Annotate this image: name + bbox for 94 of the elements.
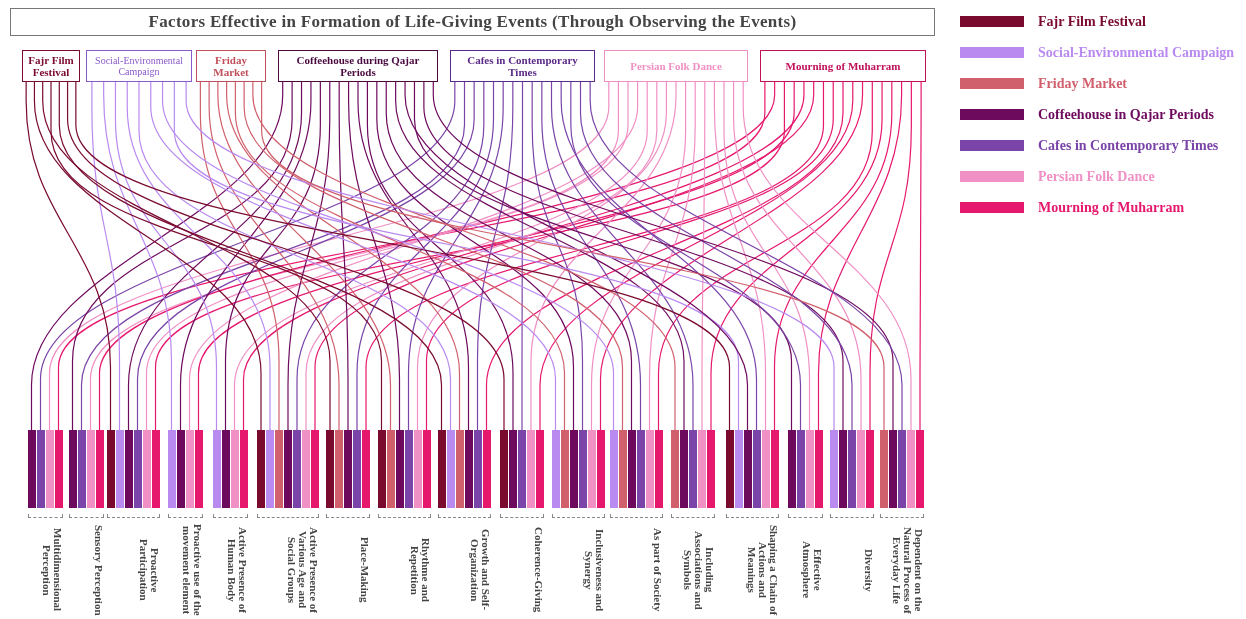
connector-line bbox=[25, 81, 112, 431]
factor-label: Growth and Self-Organization bbox=[467, 528, 491, 613]
factor-group bbox=[167, 430, 203, 616]
event-title: Cafes in Contemporary Times bbox=[466, 54, 579, 78]
connector-line bbox=[179, 81, 312, 431]
factor-label: Place-Making bbox=[358, 536, 370, 605]
factor-group bbox=[212, 430, 248, 616]
connector-line bbox=[742, 81, 912, 431]
connector-line bbox=[550, 81, 694, 431]
connector-line bbox=[226, 81, 461, 431]
event-box bbox=[278, 50, 438, 82]
connector-line bbox=[723, 81, 811, 431]
event-box bbox=[760, 50, 926, 82]
factor-label: Active Presence of Human Body bbox=[225, 526, 248, 615]
connector-line bbox=[407, 81, 504, 431]
factor-group bbox=[68, 430, 104, 616]
connector-line bbox=[126, 81, 271, 431]
connector-line bbox=[305, 81, 658, 431]
connector-line bbox=[296, 81, 485, 431]
factor-group bbox=[880, 430, 924, 616]
factor-label: Multidimensional Perception bbox=[40, 527, 63, 614]
legend-label: Mourning of Muharram bbox=[1038, 199, 1185, 216]
legend-label: Fajr Film Festival bbox=[1038, 13, 1146, 30]
connector-line bbox=[114, 81, 218, 431]
connector-line bbox=[91, 81, 121, 431]
event-box bbox=[86, 50, 192, 82]
legend-label: Social-Environmental Campaign bbox=[1038, 44, 1235, 61]
factor-label: Inclusiveness and Synergy bbox=[581, 527, 605, 614]
event-title: Friday Market bbox=[212, 54, 250, 78]
connector-line bbox=[733, 81, 862, 431]
connector-line bbox=[42, 81, 331, 431]
legend-label: Friday Market bbox=[1038, 75, 1128, 92]
legend-label: Cafes in Contemporary Times bbox=[1038, 137, 1219, 154]
connector-line bbox=[234, 81, 566, 431]
connector-line bbox=[224, 81, 321, 431]
connector-line bbox=[531, 81, 584, 431]
factor-label: Rhythme and Repetition bbox=[407, 537, 431, 604]
connector-line bbox=[261, 81, 885, 431]
legend-label: Persian Folk Dance bbox=[1038, 168, 1155, 185]
event-title: Fajr Film Festival bbox=[27, 54, 75, 78]
factor-label: Proactive Participation bbox=[136, 538, 160, 603]
factor-label: Sensory Perception bbox=[92, 523, 104, 618]
connector-line bbox=[71, 81, 293, 431]
connector-line bbox=[199, 81, 280, 431]
connector-line bbox=[103, 81, 173, 431]
connector-line bbox=[338, 81, 349, 431]
factor-label: Coherence-Giving bbox=[532, 526, 544, 615]
connector-line bbox=[701, 81, 706, 431]
factor-label: Active Presence of Various Age and Social Groups bbox=[285, 526, 319, 615]
connector-line bbox=[869, 81, 912, 431]
connector-line bbox=[366, 81, 514, 431]
event-title: Coffeehouse during Qajar Periods bbox=[295, 54, 421, 78]
connector-line bbox=[773, 81, 893, 431]
connector-line bbox=[657, 81, 873, 431]
factor-group bbox=[725, 430, 779, 616]
event-title: Persian Folk Dance bbox=[630, 60, 722, 72]
factor-label: Proactive use of the movement element bbox=[180, 523, 203, 618]
connector-line bbox=[376, 81, 575, 431]
connector-line bbox=[710, 81, 883, 431]
connector-line bbox=[570, 81, 802, 431]
connector-line bbox=[817, 81, 903, 431]
event-title: Social-Environmental Campaign bbox=[94, 55, 184, 77]
connector-line bbox=[356, 81, 495, 431]
event-box bbox=[604, 50, 748, 82]
factor-label: Effective Atmosphere bbox=[800, 540, 823, 601]
factor-label: Including Associations and Symbols bbox=[681, 529, 715, 612]
factor-label: Dependent on the Natural Process of Everyday Life bbox=[890, 525, 924, 616]
connector-line bbox=[713, 81, 767, 431]
connector-line bbox=[50, 81, 383, 431]
connector-line bbox=[476, 81, 514, 431]
connector-line bbox=[385, 81, 633, 431]
connector-line bbox=[541, 81, 642, 431]
legend-label: Coffeehouse in Qajar Periods bbox=[1038, 106, 1214, 123]
title: Factors Effective in Formation of Life-Giving Events (Through Observing the Events) bbox=[10, 8, 935, 36]
connector-line bbox=[217, 81, 392, 431]
connector-line bbox=[127, 81, 303, 431]
factor-group bbox=[257, 430, 319, 616]
connector-line bbox=[357, 81, 470, 431]
event-box bbox=[196, 50, 266, 82]
connector-line bbox=[521, 81, 524, 431]
connector-line bbox=[287, 81, 331, 431]
connector-line bbox=[560, 81, 758, 431]
connector-line bbox=[590, 81, 687, 431]
connector-line bbox=[208, 81, 340, 431]
connector-line bbox=[348, 81, 401, 431]
factor-label: As part of Society bbox=[650, 527, 663, 614]
connector-line bbox=[648, 81, 696, 431]
factor-label: Diversity bbox=[862, 547, 874, 594]
event-box bbox=[450, 50, 595, 82]
connector-line bbox=[530, 81, 677, 431]
factor-label: Shaping a Chain of Actions and Meanings bbox=[744, 523, 779, 618]
event-title: Mourning of Muharram bbox=[785, 60, 901, 72]
connector-line bbox=[589, 81, 903, 431]
connector-line bbox=[919, 81, 922, 431]
